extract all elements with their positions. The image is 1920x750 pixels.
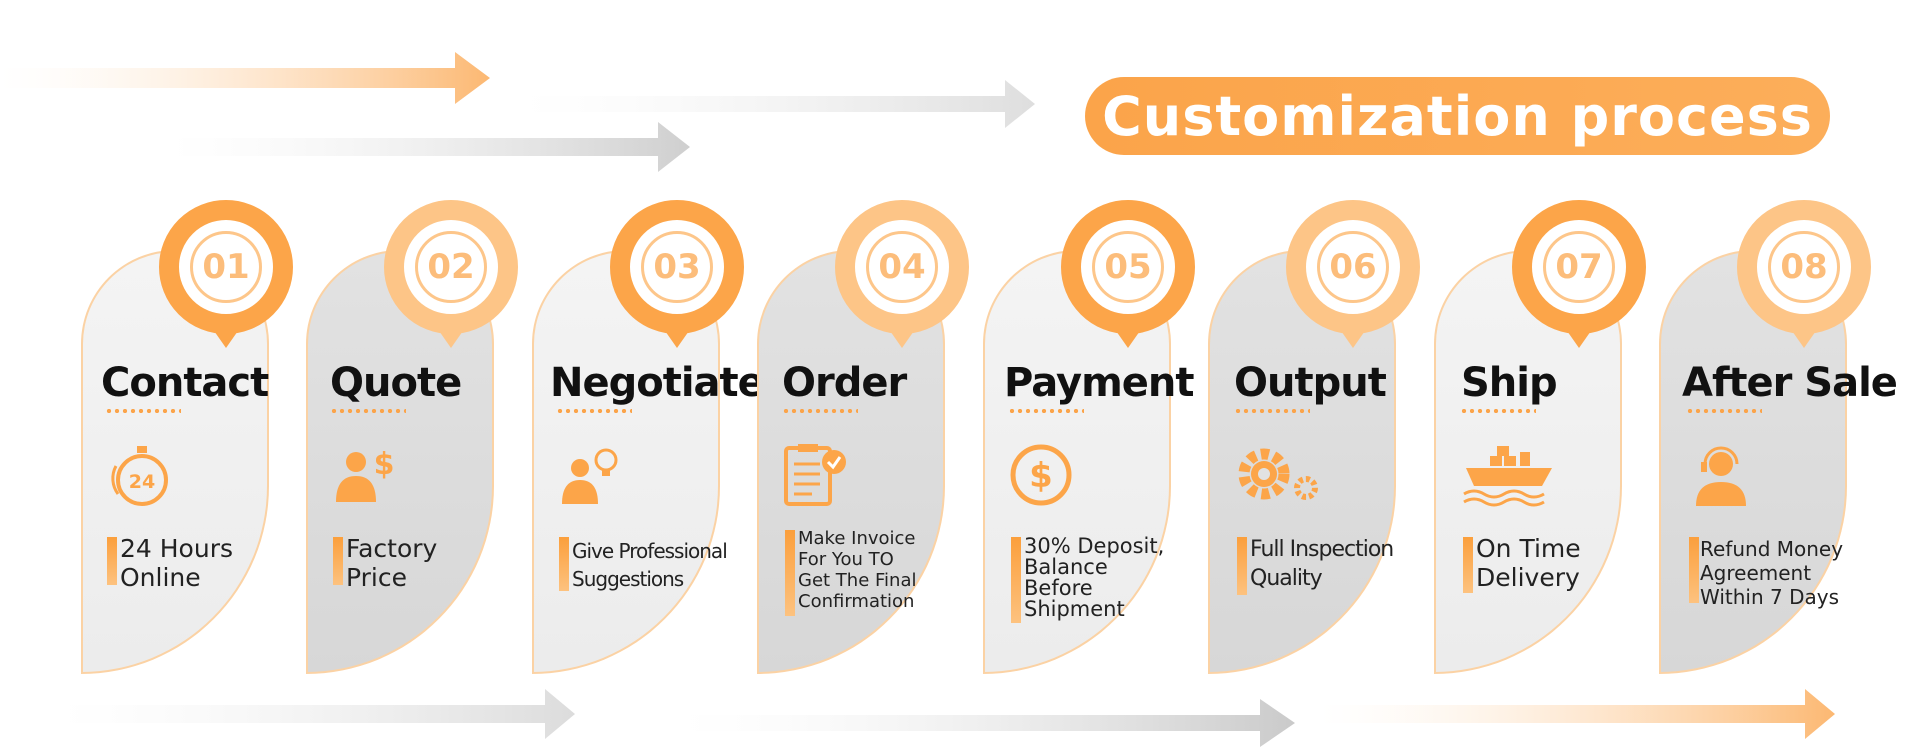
step-title: Order (782, 360, 907, 406)
step-badge-03: 03 (610, 200, 744, 334)
dotted-underline (556, 409, 632, 413)
desc-accent-bar (107, 537, 117, 585)
desc-accent-bar (559, 537, 569, 591)
decorative-arrow-3 (170, 122, 690, 172)
dollar-coin-icon: $ (1010, 444, 1072, 506)
step-title: Ship (1461, 360, 1558, 406)
title-banner: Customization process (1085, 77, 1830, 155)
desc-accent-bar (1689, 537, 1699, 603)
step-description: 24 Hours Online (120, 534, 234, 592)
page-title: Customization process (1102, 84, 1813, 148)
dotted-underline (105, 409, 181, 413)
step-badge-02: 02 (384, 200, 518, 334)
clipboard-check-icon (784, 444, 846, 506)
dotted-underline (782, 409, 858, 413)
desc-accent-bar (333, 537, 343, 585)
step-number: 04 (866, 231, 938, 303)
step-description: 30% Deposit, Balance Before Shipment (1024, 534, 1165, 621)
decorative-arrow-4 (60, 689, 575, 739)
decorative-arrow-1 (0, 52, 490, 104)
step-description: Give Professional Suggestions (572, 539, 728, 591)
person-dollar-icon: $ (336, 447, 395, 502)
step-badge-01: 01 (159, 200, 293, 334)
step-title: Negotiate (550, 360, 765, 406)
step-description: On Time Delivery (1476, 534, 1581, 592)
step-description: Refund Money Agreement Within 7 Days (1700, 537, 1844, 609)
desc-accent-bar (785, 530, 795, 616)
svg-text:$: $ (1029, 456, 1053, 496)
step-title: After Sale (1682, 360, 1898, 406)
step-title: Contact (101, 360, 269, 406)
step-number: 08 (1768, 231, 1840, 303)
svg-text:24: 24 (129, 471, 155, 493)
step-badge-08: 08 (1737, 200, 1871, 334)
step-number: 01 (190, 231, 262, 303)
decorative-arrow-2 (520, 80, 1035, 128)
step-number: 05 (1092, 231, 1164, 303)
decorative-arrow-6 (1320, 689, 1835, 739)
step-badge-05: 05 (1061, 200, 1195, 334)
desc-accent-bar (1237, 537, 1247, 595)
decorative-arrow-5 (680, 699, 1295, 747)
step-title: Payment (1004, 360, 1194, 406)
desc-accent-bar (1463, 537, 1473, 593)
headset-agent-icon (1696, 446, 1746, 506)
step-badge-07: 07 (1512, 200, 1646, 334)
step-number: 02 (415, 231, 487, 303)
step-title: Quote (330, 360, 462, 406)
stopwatch-24x7-icon: 24 (111, 446, 168, 506)
step-description: Factory Price (346, 534, 438, 592)
dotted-underline (1008, 409, 1084, 413)
step-description: Full Inspection Quality (1250, 537, 1394, 591)
step-number: 06 (1317, 231, 1389, 303)
dotted-underline (330, 409, 406, 413)
person-lightbulb-icon (562, 448, 618, 504)
step-number: 03 (641, 231, 713, 303)
step-badge-04: 04 (835, 200, 969, 334)
desc-accent-bar (1011, 537, 1021, 623)
svg-text:$: $ (374, 447, 395, 482)
dotted-underline (1686, 409, 1762, 413)
step-description: Make Invoice For You TO Get The Final Co… (798, 528, 917, 612)
cargo-ship-icon (1463, 446, 1552, 507)
dotted-underline (1234, 409, 1310, 413)
step-title: Output (1234, 360, 1387, 406)
step-badge-06: 06 (1286, 200, 1420, 334)
step-number: 07 (1543, 231, 1615, 303)
gears-icon (1238, 448, 1318, 500)
dotted-underline (1460, 409, 1536, 413)
